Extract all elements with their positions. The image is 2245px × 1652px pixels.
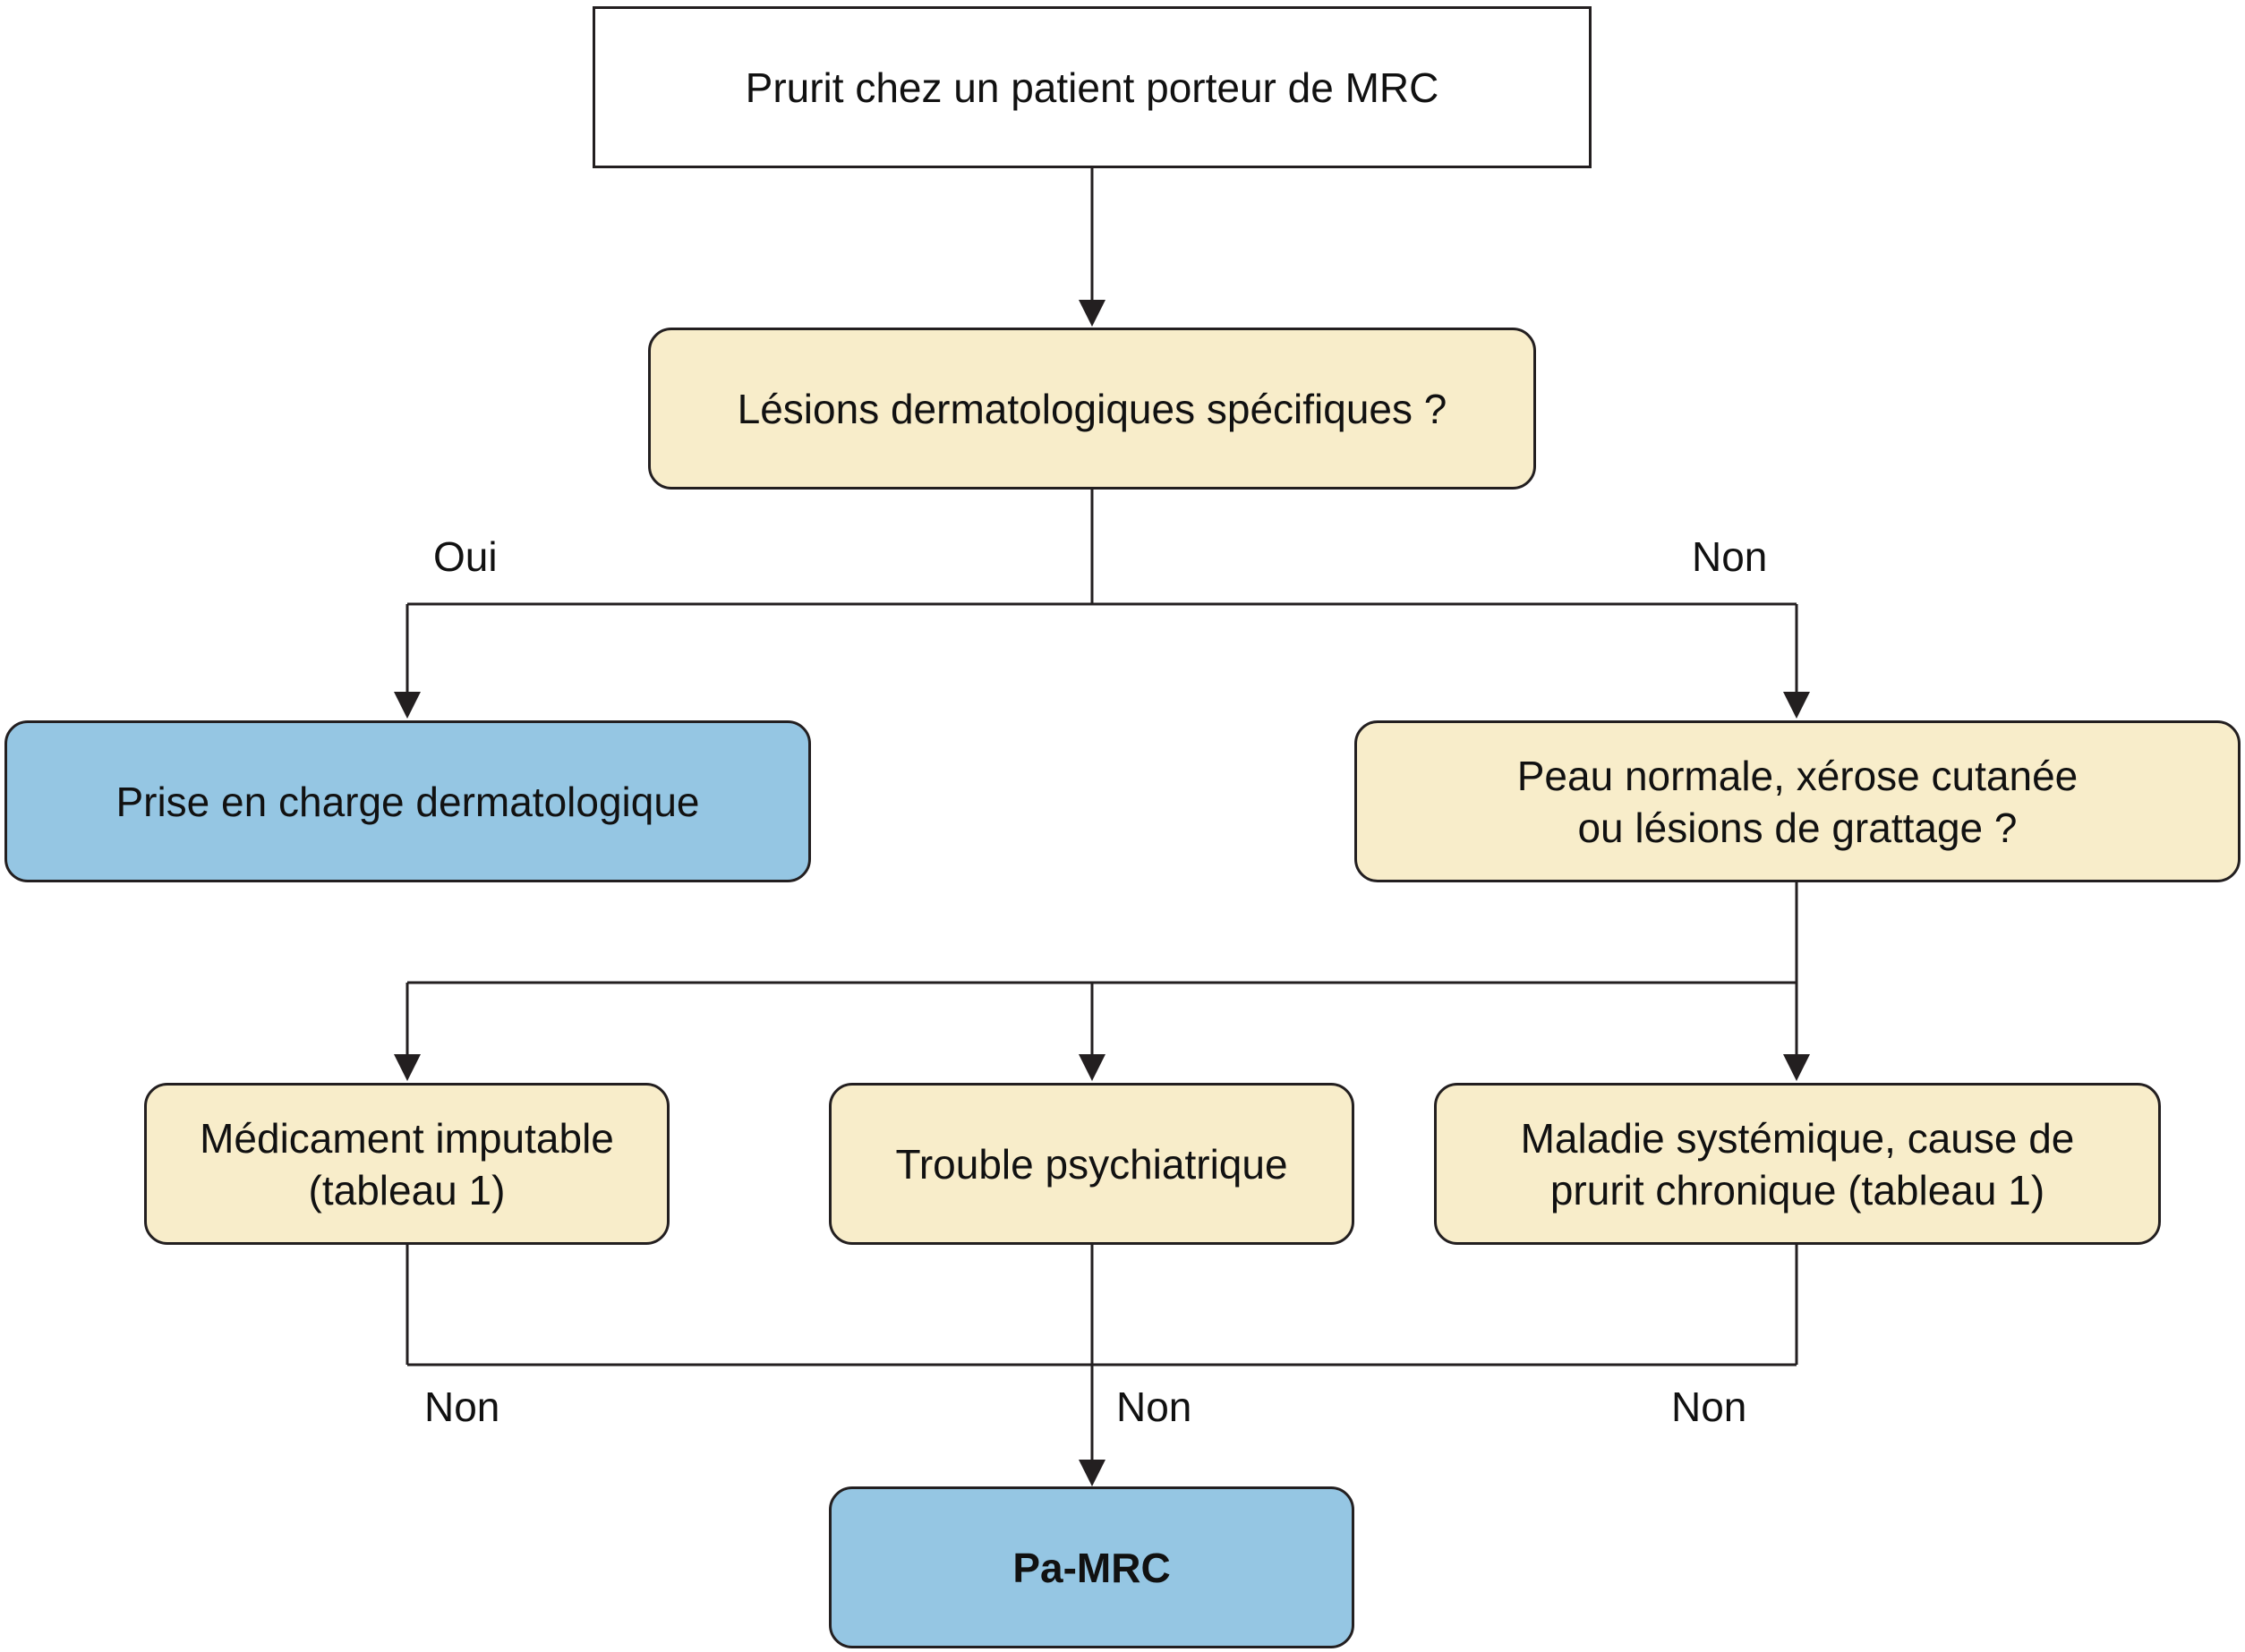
node-dermatology-care-label: Prise en charge dermatologique [115, 778, 700, 825]
node-start-label: Prurit chez un patient porteur de MRC [745, 64, 1439, 111]
node-psychiatric-label: Trouble psychiatrique [895, 1140, 1288, 1188]
node-skin-question-label: Peau normale, xérose cutanée ou lésions … [1516, 752, 2079, 851]
node-pa-mrc-label: Pa-MRC [1012, 1544, 1171, 1591]
label-non-right: Non [1671, 1384, 1747, 1430]
label-non-mid: Non [1116, 1384, 1192, 1430]
node-lesions-question: Lésions dermatologiques spécifiques ? [648, 328, 1536, 490]
label-non-left: Non [424, 1384, 500, 1430]
node-systemic-disease: Maladie systémique, cause de prurit chro… [1434, 1083, 2161, 1245]
node-lesions-question-label: Lésions dermatologiques spécifiques ? [737, 385, 1447, 432]
node-skin-question: Peau normale, xérose cutanée ou lésions … [1354, 720, 2241, 882]
node-medication-label: Médicament imputable (tableau 1) [200, 1114, 614, 1213]
node-psychiatric: Trouble psychiatrique [829, 1083, 1354, 1245]
node-systemic-disease-label: Maladie systémique, cause de prurit chro… [1520, 1114, 2075, 1213]
label-non-top: Non [1692, 533, 1768, 580]
node-start: Prurit chez un patient porteur de MRC [593, 6, 1592, 168]
node-medication: Médicament imputable (tableau 1) [144, 1083, 670, 1245]
node-pa-mrc: Pa-MRC [829, 1486, 1354, 1648]
label-oui: Oui [433, 533, 498, 580]
node-dermatology-care: Prise en charge dermatologique [4, 720, 811, 882]
